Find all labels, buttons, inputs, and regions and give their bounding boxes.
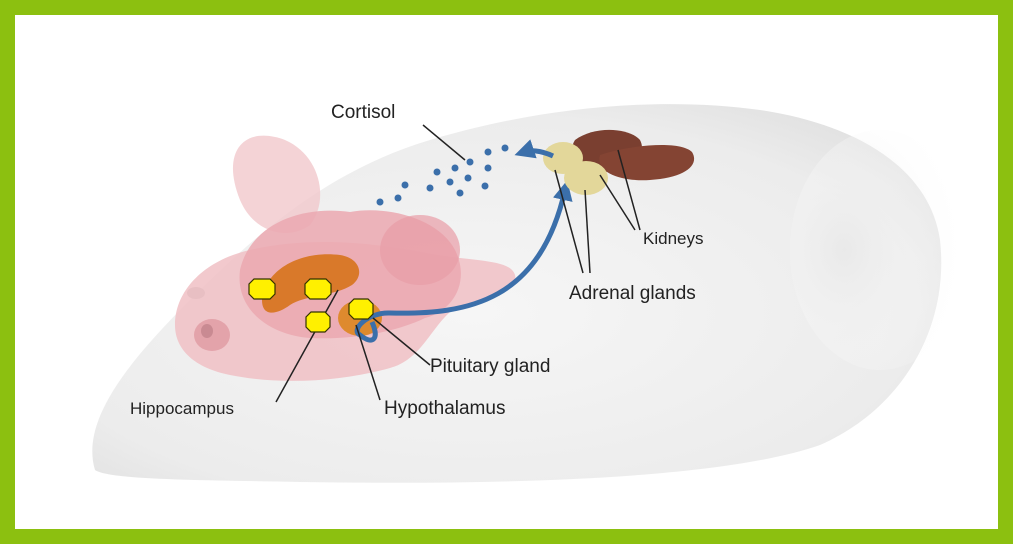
label-kidneys: Kidneys	[643, 229, 703, 248]
mouse-rear-shade	[790, 130, 970, 370]
hotspot-4[interactable]	[306, 312, 330, 332]
hotspot-2[interactable]	[305, 279, 331, 299]
hotspot-3[interactable]	[349, 299, 373, 319]
label-hypothalamus: Hypothalamus	[384, 398, 505, 419]
label-hippocampus: Hippocampus	[130, 399, 234, 418]
label-pituitary-gland: Pituitary gland	[430, 356, 550, 377]
mouse-eye-highlight	[201, 324, 213, 338]
mouse-eye	[194, 319, 230, 351]
hotspot-1[interactable]	[249, 279, 275, 299]
label-adrenal-glands: Adrenal glands	[569, 283, 696, 304]
brain-cerebellum	[380, 215, 460, 285]
label-cortisol: Cortisol	[331, 102, 395, 123]
